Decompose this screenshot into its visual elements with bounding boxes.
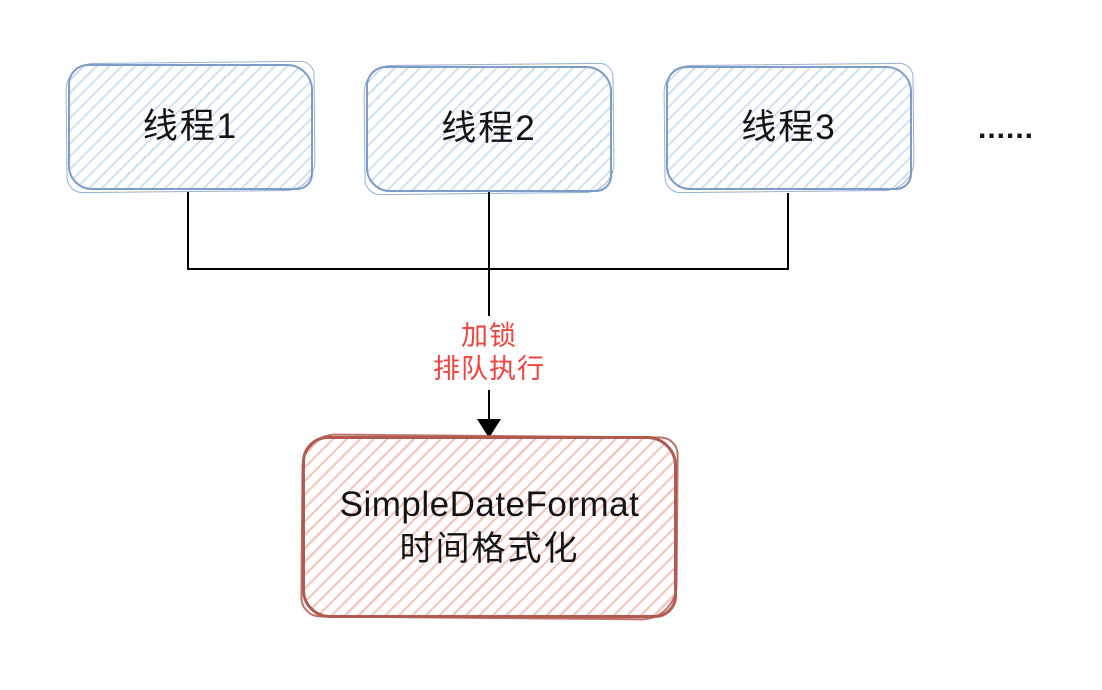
thread-box-3-label: 线程3 xyxy=(741,108,837,147)
thread-box-1-label: 线程1 xyxy=(142,107,239,146)
arrow-label: 加锁 排队执行 xyxy=(389,320,589,386)
simpledateformat-box-text: SimpleDateFormat 时间格式化 xyxy=(340,482,640,572)
thread-box-3: 线程3 xyxy=(666,66,912,190)
arrow-label-line-1: 加锁 xyxy=(461,321,517,351)
thread-box-1: 线程1 xyxy=(68,64,313,190)
thread-box-2-label: 线程2 xyxy=(441,109,537,148)
connector-line-center-upper xyxy=(488,192,490,316)
arrow-label-line-2: 排队执行 xyxy=(433,354,545,384)
connector-line-right-vertical xyxy=(787,193,789,270)
thread-box-2: 线程2 xyxy=(366,66,612,192)
simpledateformat-box: SimpleDateFormat 时间格式化 xyxy=(302,436,677,618)
simpledateformat-box-subtitle: 时间格式化 xyxy=(399,530,580,568)
more-threads-ellipsis: ...... xyxy=(978,112,1035,145)
simpledateformat-box-title: SimpleDateFormat xyxy=(339,485,640,524)
connector-line-center-lower xyxy=(488,390,490,419)
arrow-down-icon xyxy=(477,419,501,438)
connector-line-left-vertical xyxy=(187,192,189,270)
